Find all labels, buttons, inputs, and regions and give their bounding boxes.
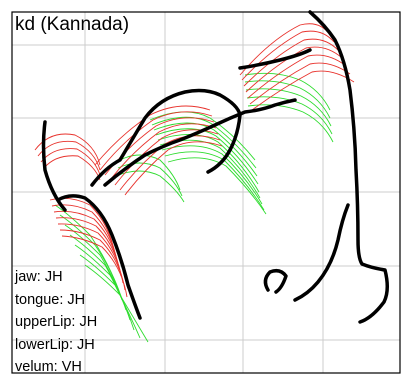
palate-contour — [90, 88, 242, 187]
pharynx-wall — [308, 10, 389, 324]
red-trajectory-fans — [34, 23, 355, 298]
legend-tongue: tongue: JH — [15, 291, 86, 308]
legend-lower-lip: lowerLip: JH — [15, 336, 95, 353]
plot-title: kd (Kannada) — [15, 14, 130, 35]
epiglottis-contour — [293, 203, 350, 302]
plot-frame — [11, 11, 401, 374]
velum-contour — [238, 48, 312, 70]
green-trajectory-fans — [54, 72, 334, 343]
legend-jaw: jaw: JH — [15, 269, 63, 285]
lower-lip-contour — [56, 194, 142, 320]
legend-upper-lip: upperLip: JH — [15, 314, 98, 330]
vocal-tract-contours — [41, 10, 389, 324]
tongue-contour — [103, 98, 297, 187]
articulator-legend: jaw: JH tongue: JH upperLip: JH lowerLip… — [15, 266, 97, 379]
legend-velum: velum: VH — [15, 359, 82, 375]
larynx-contour — [263, 268, 288, 294]
